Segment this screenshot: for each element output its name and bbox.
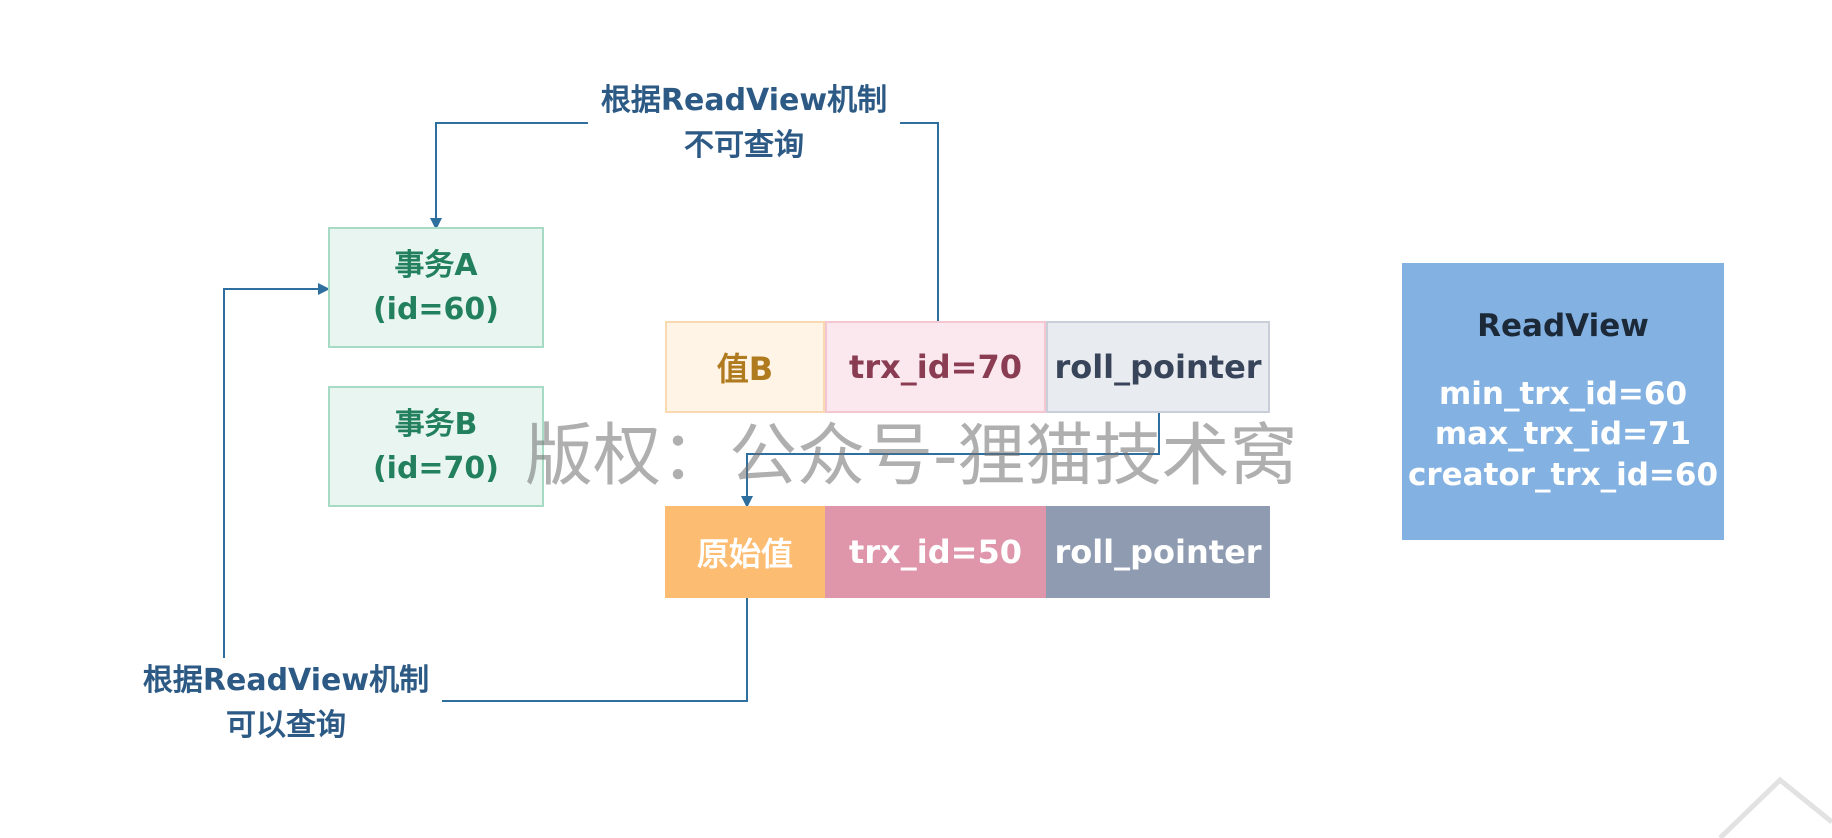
current-trx-id-cell: trx_id=70 <box>825 321 1046 413</box>
readview-creator-trx-id: creator_trx_id=60 <box>1407 456 1719 493</box>
readview-title: ReadView <box>1477 308 1649 345</box>
transaction-b-name: 事务B <box>394 407 478 442</box>
label-queryable: 根据ReadView机制 可以查询 <box>130 658 442 748</box>
transaction-a-id: (id=60) <box>372 291 500 327</box>
current-value-cell: 值B <box>665 321 825 413</box>
original-trx-id-cell: trx_id=50 <box>825 506 1046 598</box>
label-queryable-line2: 可以查询 <box>226 708 346 743</box>
corner-decoration <box>1718 776 1832 838</box>
transaction-b-id: (id=70) <box>372 450 500 486</box>
readview-box: ReadView min_trx_id=60 max_trx_id=71 cre… <box>1402 263 1724 540</box>
arrow-roll-pointer <box>741 413 1160 508</box>
label-queryable-line1: 根据ReadView机制 <box>142 663 430 698</box>
label-not-queryable: 根据ReadView机制 不可查询 <box>588 78 900 168</box>
transaction-a-box: 事务A (id=60) <box>328 227 544 348</box>
current-roll-pointer-cell: roll_pointer <box>1046 321 1270 413</box>
label-not-queryable-line2: 不可查询 <box>684 128 804 163</box>
original-roll-pointer-cell: roll_pointer <box>1046 506 1270 598</box>
watermark: 版权：公众号-狸猫技术窝 <box>525 417 1298 496</box>
label-not-queryable-line1: 根据ReadView机制 <box>600 83 888 118</box>
readview-min-trx-id: min_trx_id=60 <box>1438 376 1688 413</box>
transaction-a-name: 事务A <box>394 248 478 283</box>
original-value-cell: 原始值 <box>665 506 825 598</box>
readview-max-trx-id: max_trx_id=71 <box>1434 416 1692 453</box>
transaction-b-box: 事务B (id=70) <box>328 386 544 507</box>
